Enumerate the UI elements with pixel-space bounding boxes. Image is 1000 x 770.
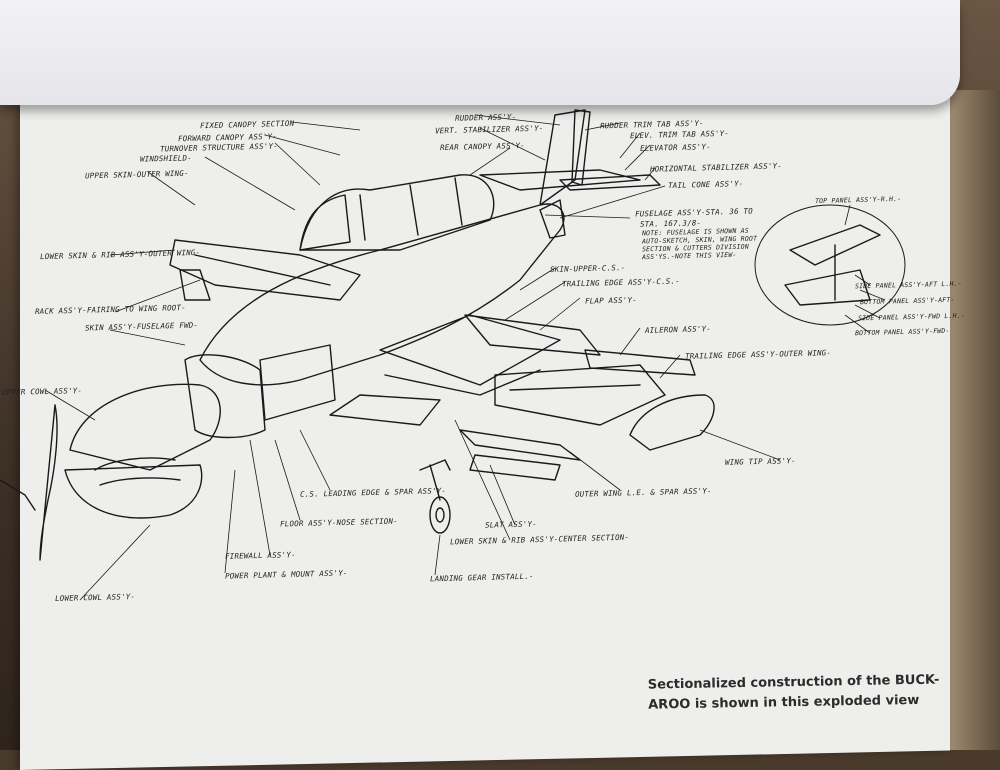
label-windshield: WINDSHIELD- bbox=[139, 153, 192, 164]
center-section-wing bbox=[379, 314, 561, 386]
fuselage-assy bbox=[199, 203, 565, 386]
label-wing-tip-assy: WING TIP ASS'Y- bbox=[724, 456, 796, 467]
propeller bbox=[39, 404, 58, 561]
outer-wing-left bbox=[169, 239, 361, 301]
label-firewall-assy: FIREWALL ASS'Y- bbox=[224, 550, 296, 561]
rudder bbox=[571, 109, 591, 186]
upper-cowl bbox=[69, 383, 221, 471]
horizontal-stabilizer bbox=[479, 169, 641, 191]
canopy-section bbox=[299, 174, 495, 251]
lower-cowl bbox=[64, 464, 203, 519]
wing-tip bbox=[629, 394, 715, 451]
slat bbox=[469, 454, 561, 481]
label-slat-assy: SLAT ASS'Y- bbox=[484, 519, 537, 530]
turned-page bbox=[0, 0, 960, 105]
firewall bbox=[184, 354, 266, 439]
tail-cone bbox=[539, 199, 566, 239]
label-flap-assy: FLAP ASS'Y- bbox=[584, 295, 637, 306]
label-aileron-assy: AILERON ASS'Y- bbox=[644, 324, 712, 335]
elevator bbox=[559, 174, 661, 191]
exploded-view-diagram bbox=[0, 109, 906, 601]
label-elevator-assy: ELEVATOR ASS'Y- bbox=[639, 142, 711, 153]
aileron bbox=[584, 349, 696, 376]
inset-detail-circle bbox=[754, 204, 906, 326]
nose-floor bbox=[259, 344, 336, 421]
label-rudder-assy: RUDDER ASS'Y- bbox=[454, 112, 517, 123]
outer-wing-right bbox=[494, 364, 666, 426]
flap bbox=[464, 314, 601, 356]
figure-caption: Sectionalized construction of the BUCK- … bbox=[648, 670, 949, 715]
windshield bbox=[299, 194, 351, 251]
cs-leading-edge bbox=[329, 394, 441, 426]
landing-gear bbox=[419, 459, 451, 534]
vertical-stabilizer bbox=[539, 109, 586, 206]
